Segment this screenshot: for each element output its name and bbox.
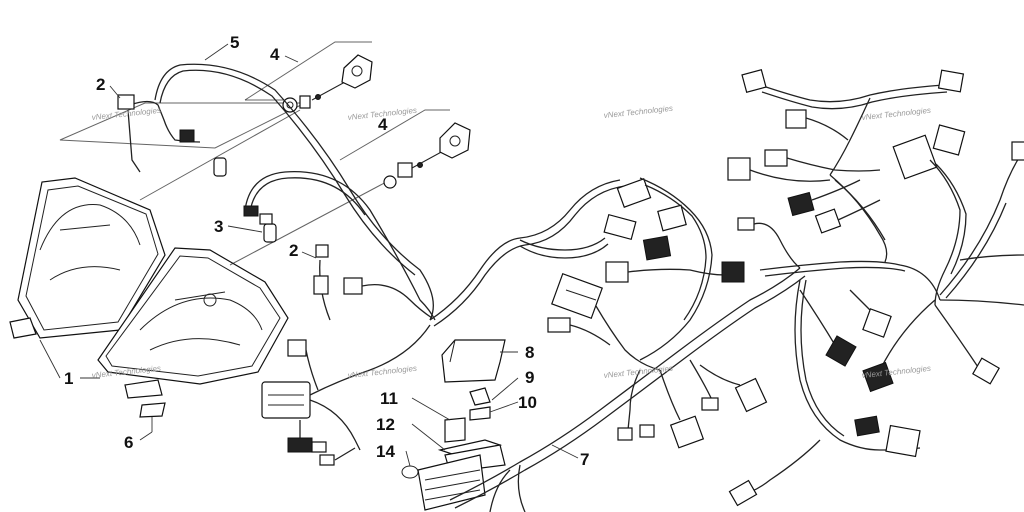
callout-6: 6 xyxy=(124,433,133,452)
callout-2-top: 2 xyxy=(96,75,105,94)
headlight-left xyxy=(9,177,166,339)
pad-part-6 xyxy=(139,402,166,432)
callout-11: 11 xyxy=(380,389,398,408)
connectors-center xyxy=(547,261,768,449)
callout-9: 9 xyxy=(525,368,534,387)
harness-headlight-mid xyxy=(243,171,436,321)
callout-4-mid: 4 xyxy=(378,115,388,134)
connectors-left xyxy=(261,277,433,466)
watermark: vNext Technologies xyxy=(603,104,673,120)
callout-7: 7 xyxy=(580,450,589,469)
callout-8: 8 xyxy=(525,343,534,362)
watermark: vNext Technologies xyxy=(347,364,417,380)
callout-1: 1 xyxy=(64,369,73,388)
main-harness xyxy=(429,177,806,512)
harness-right xyxy=(727,68,1024,507)
watermark: vNext Technologies xyxy=(861,106,931,122)
callout-3: 3 xyxy=(214,217,223,236)
callout-labels: 5 4 2 4 3 2 1 6 8 9 10 11 12 14 7 xyxy=(64,33,589,469)
adjuster-assembly xyxy=(282,54,471,189)
headlight-right xyxy=(97,247,289,399)
harness-headlight-top xyxy=(117,63,434,321)
bulbs xyxy=(213,157,277,243)
relay-parts xyxy=(401,339,506,511)
callout-12: 12 xyxy=(376,415,395,434)
callout-10: 10 xyxy=(518,393,537,412)
callout-14: 14 xyxy=(376,442,395,461)
callout-5: 5 xyxy=(230,33,239,52)
callout-2-mid: 2 xyxy=(289,241,298,260)
callout-4-top: 4 xyxy=(270,45,280,64)
watermark: vNext Technologies xyxy=(861,364,931,380)
leader-lines xyxy=(39,43,579,467)
